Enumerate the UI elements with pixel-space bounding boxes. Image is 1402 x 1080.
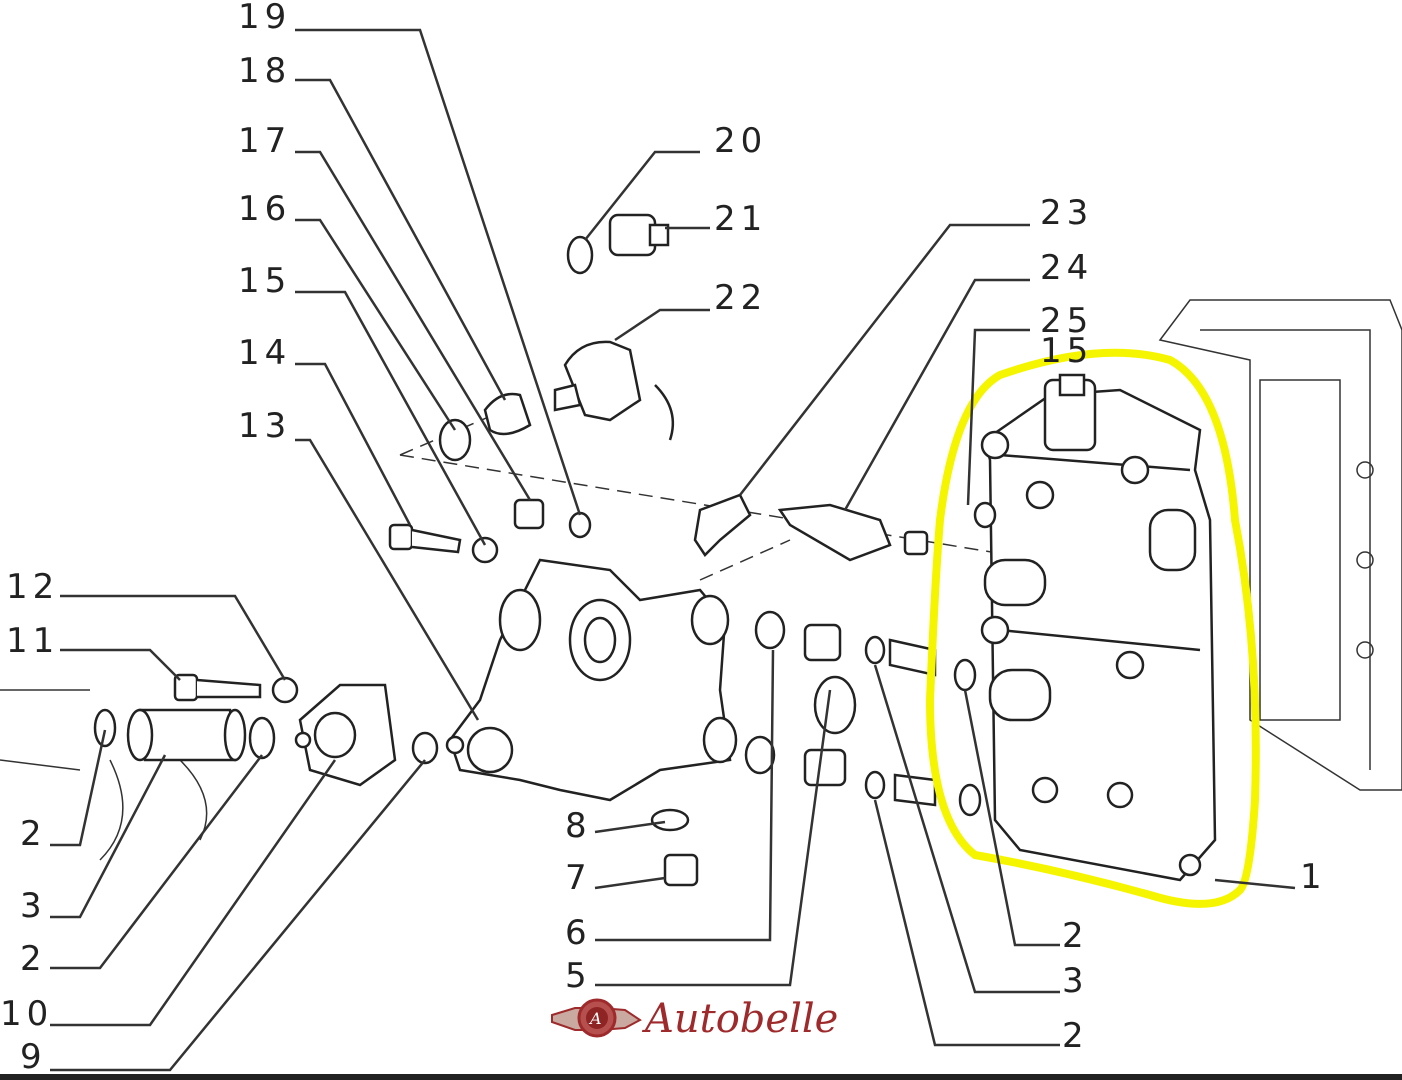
svg-text:Autobelle: Autobelle [641,996,838,1042]
leader-line-7 [594,876,666,890]
callout-3: 3 [20,886,47,926]
leader-line-20 [584,150,700,241]
pipe [126,708,247,762]
callout-2: 2 [1062,1016,1089,1056]
leader-line-2 [50,754,263,970]
callout-17: 17 [238,121,291,161]
callout-19: 19 [238,0,291,37]
leader-line-6 [595,649,775,942]
callout-16: 16 [238,189,291,229]
callout-24: 24 [1040,248,1093,288]
leader-line-2 [50,729,107,847]
thermostat-housing [445,558,738,802]
leader-line-15 [295,290,487,546]
leader-line-14 [295,362,412,526]
callout-12: 12 [6,567,59,607]
autobelle-logo: A Autobelle [551,996,838,1042]
callout-21: 21 [714,199,767,239]
callout-15: 15 [1040,331,1093,371]
flange [294,683,397,787]
callout-25: 25 [1040,301,1093,341]
leader-line-22 [614,308,710,342]
bottom-bar [0,1074,1402,1080]
leader-line-2 [873,799,1060,1047]
cover-housing [980,373,1217,882]
leader-line-13 [295,438,480,721]
callout-20: 20 [714,121,767,161]
leader-line-18 [295,78,507,401]
leader-line-11 [60,648,181,681]
engine-block-outline [1158,299,1402,791]
callout-labels: 1918171615141312112321092021222324251587… [0,0,1327,1077]
callout-14: 14 [238,333,291,373]
leader-line-23 [739,223,1030,496]
leader-line-3 [50,754,167,919]
callout-22: 22 [714,278,767,318]
callout-2: 2 [20,814,47,854]
callout-1: 1 [1300,857,1327,897]
leader-line-12 [60,594,287,681]
leader-line-24 [843,278,1030,511]
leader-line-25 [966,328,1030,506]
leader-line-16 [295,218,457,431]
callout-18: 18 [238,51,291,91]
callout-2: 2 [20,939,47,979]
callout-2: 2 [1062,916,1089,956]
leader-line-10 [50,759,337,1027]
leader-line-8 [594,820,666,834]
callout-15: 15 [238,261,291,301]
callout-3: 3 [1062,961,1089,1001]
svg-text:A: A [588,1009,602,1028]
leader-line-1 [1214,878,1296,890]
callout-9: 9 [20,1037,47,1077]
callout-13: 13 [238,406,291,446]
leader-line-2 [963,689,1060,947]
leader-line-5 [595,689,832,987]
leader-line-19 [295,28,582,516]
callout-23: 23 [1040,193,1093,233]
leader-line-3 [873,664,1060,994]
pipe-outline [0,689,208,861]
callout-8: 8 [565,806,592,846]
highlight-outline [925,348,1260,908]
callout-11: 11 [6,621,59,661]
leader-line-17 [295,150,532,501]
leader-line-9 [50,759,426,1072]
leader-lines [50,28,1296,1072]
bolts-and-fittings [173,213,937,887]
callout-10: 10 [0,994,53,1034]
washers [93,235,997,832]
callout-6: 6 [565,913,592,953]
callout-5: 5 [565,956,592,996]
callout-7: 7 [565,858,592,898]
